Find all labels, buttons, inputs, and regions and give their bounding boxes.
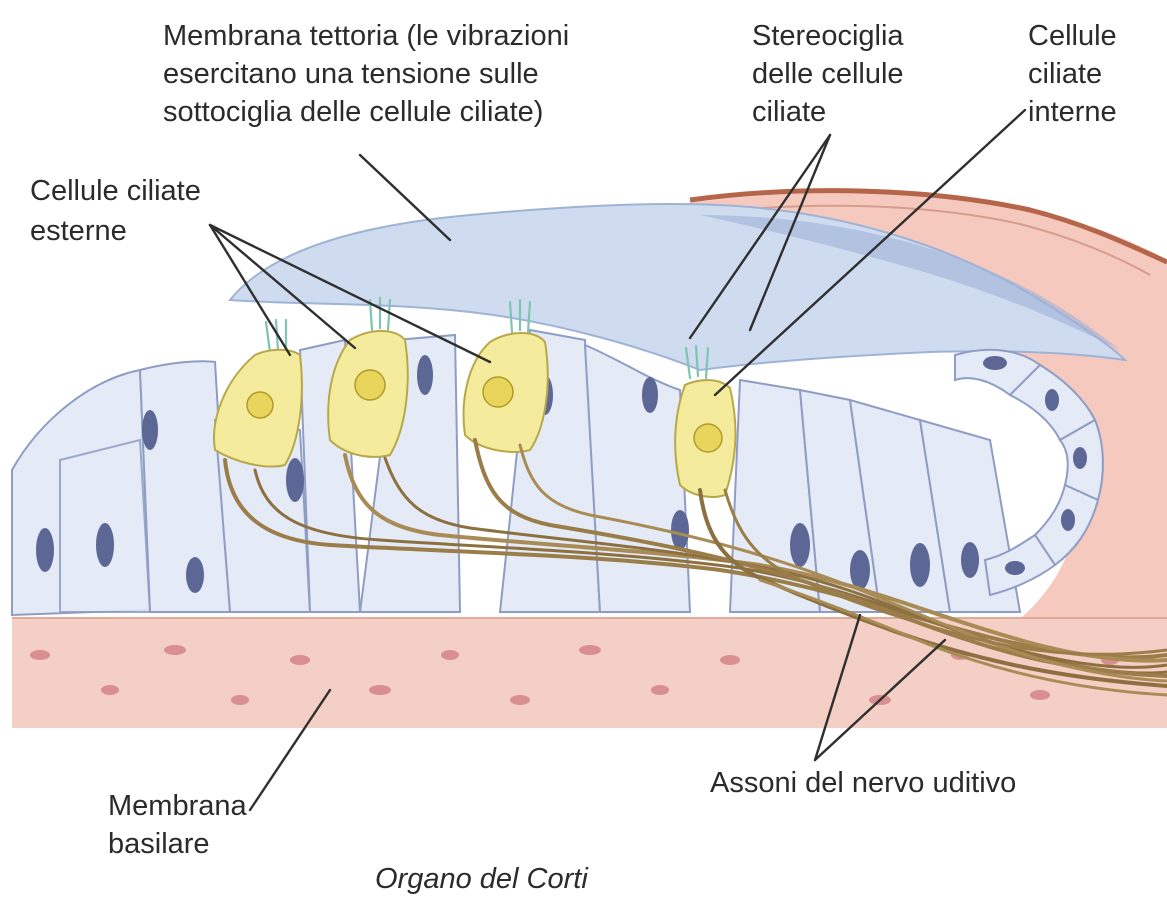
- diagram-caption: Organo del Corti: [375, 863, 589, 895]
- label-inner-hair-cells: Cellule ciliate interne: [1028, 20, 1125, 128]
- outer-hair-cell: [328, 298, 408, 457]
- label-outer-hair-cells: Cellule ciliate esterne: [30, 175, 209, 247]
- label-auditory-nerve-axons: Assoni del nervo uditivo: [710, 767, 1016, 799]
- basilar-membrane: [12, 618, 1167, 728]
- label-tectorial-membrane: Membrana tettoria (le vibrazioni esercit…: [163, 20, 577, 128]
- outer-hair-cells: [214, 298, 548, 467]
- label-basilar-membrane: Membrana basilare: [108, 790, 255, 860]
- label-stereocilia: Stereociglia delle cellule ciliate: [752, 20, 912, 128]
- outer-hair-cell: [214, 320, 302, 467]
